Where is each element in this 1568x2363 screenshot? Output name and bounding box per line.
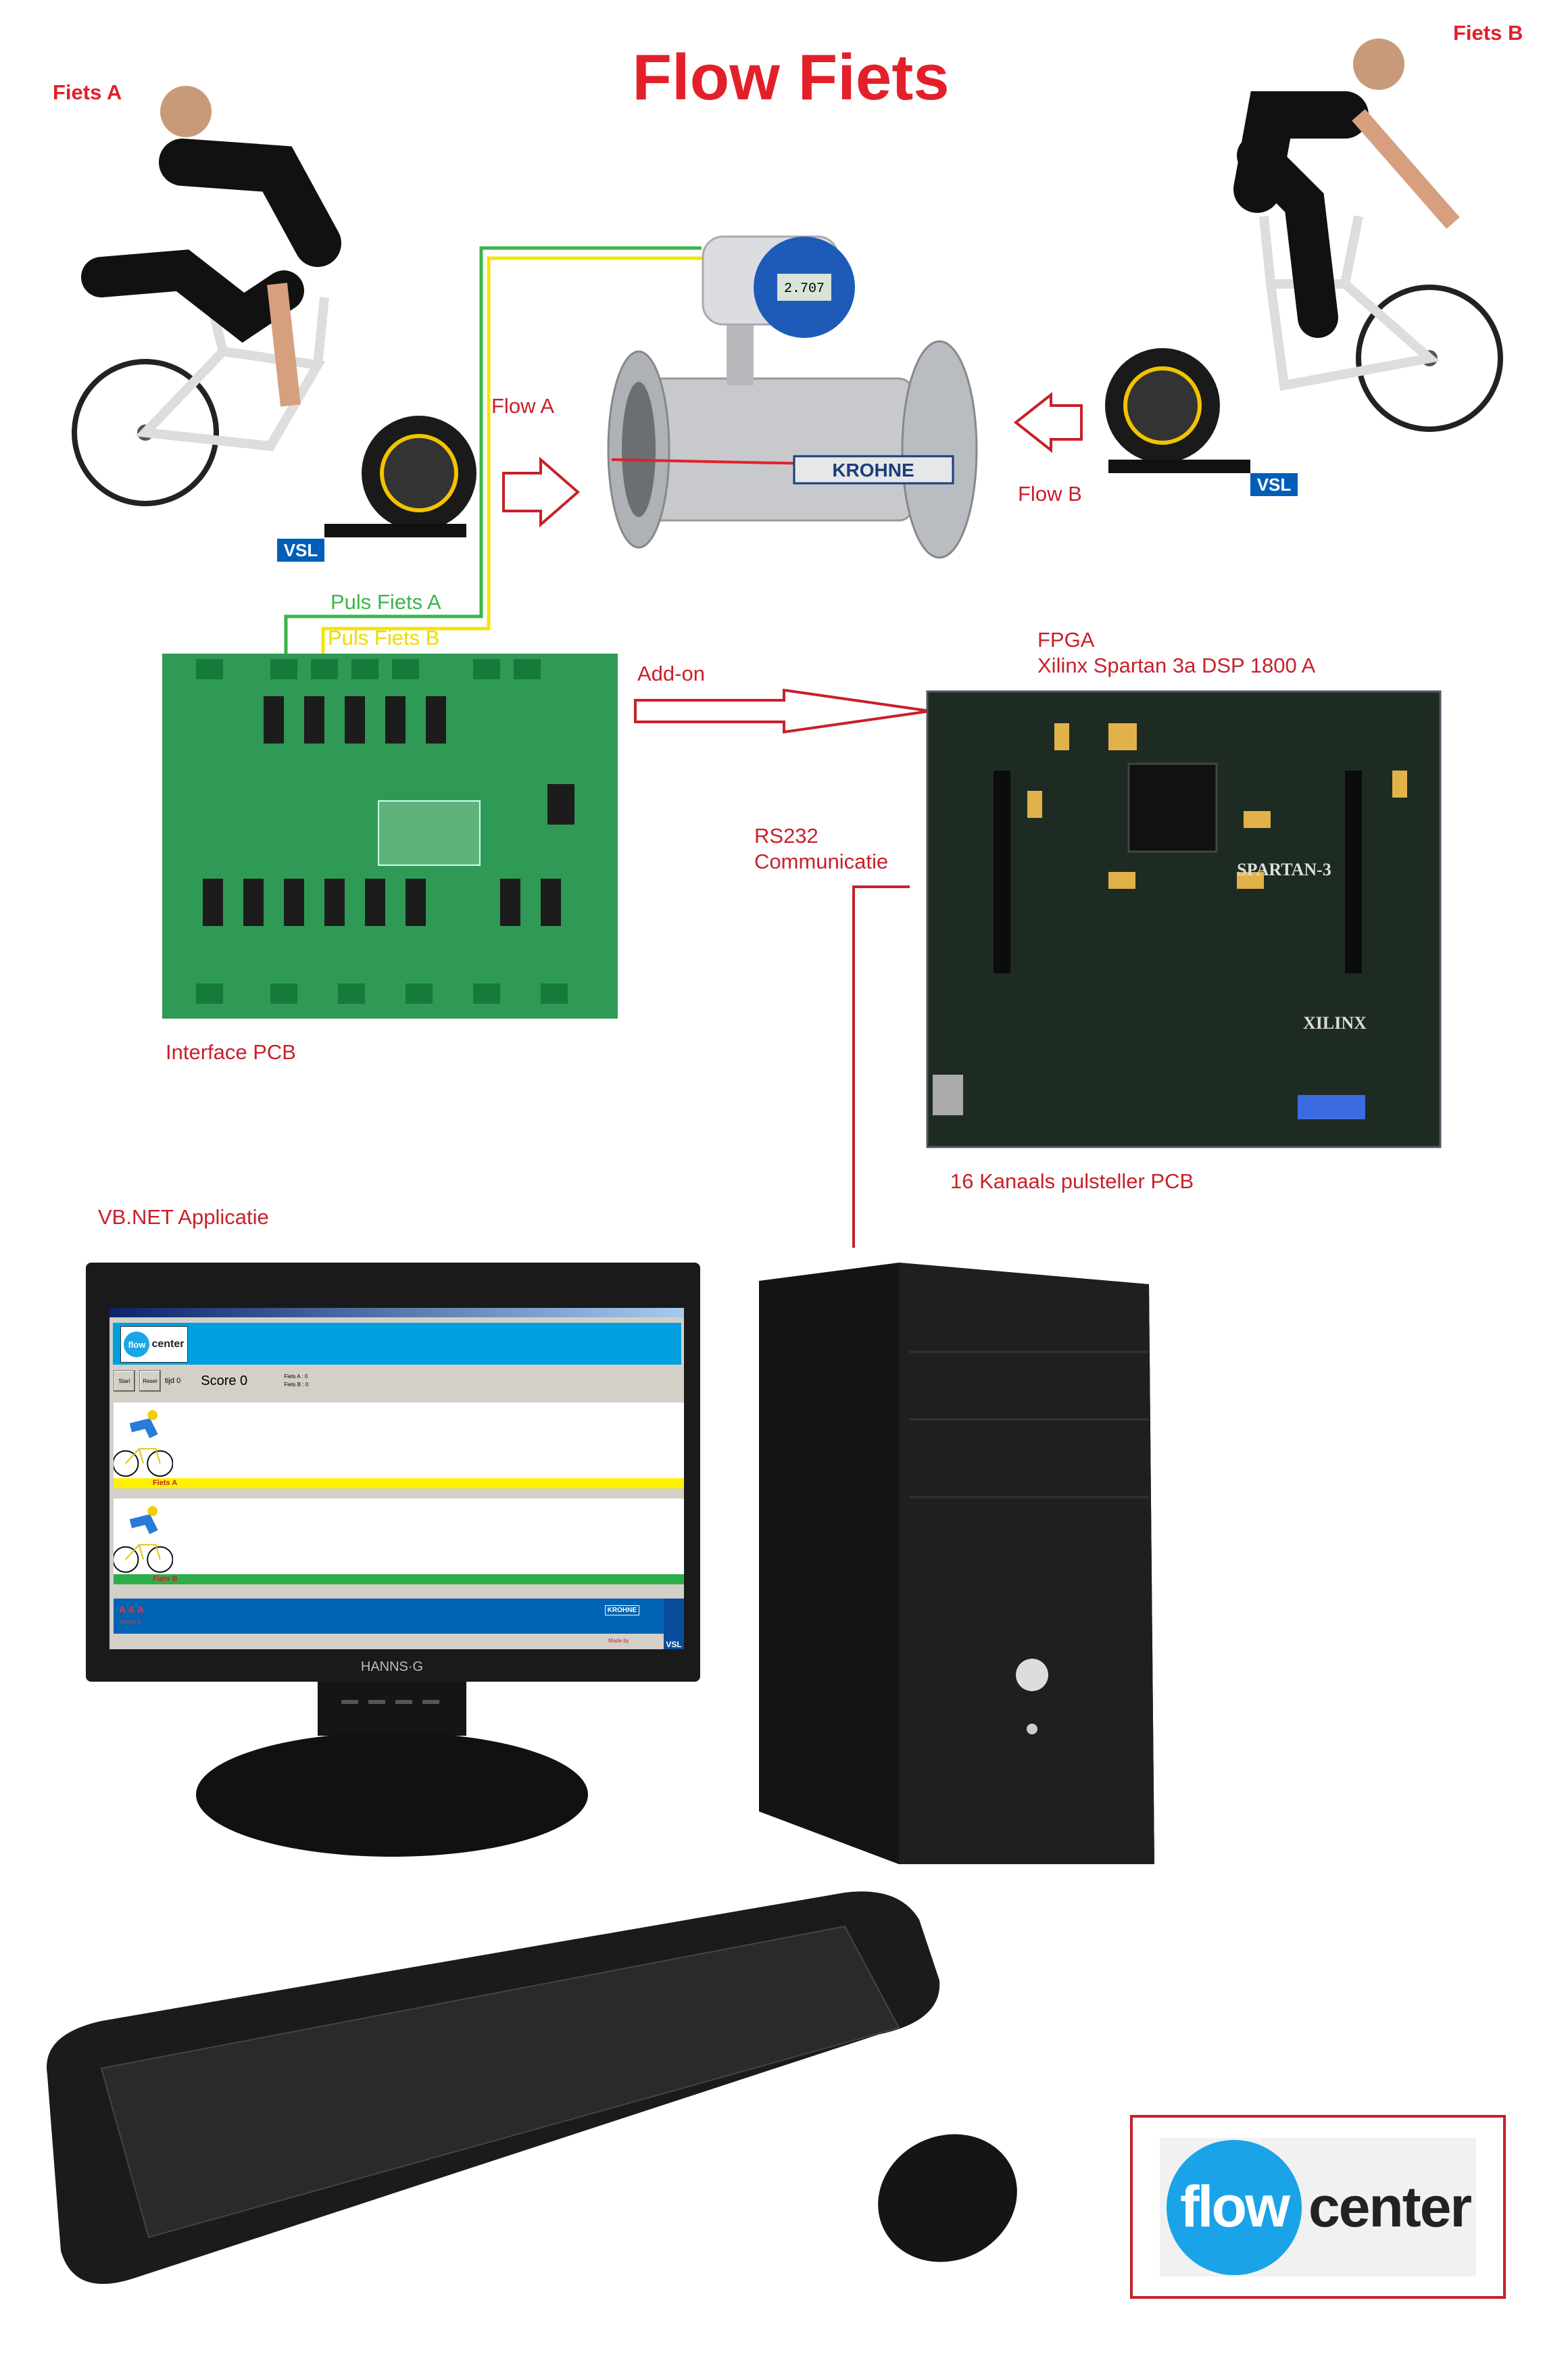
pulse-counts: Fiets A : 0 Fiets B : 0 xyxy=(284,1373,308,1389)
vsl-mark-b: VSL xyxy=(1257,474,1292,495)
label-interface-pcb: Interface PCB xyxy=(166,1040,296,1064)
flow-b-arrow-icon xyxy=(1013,391,1083,454)
count-fiets-a: Fiets A : 0 xyxy=(284,1373,308,1380)
label-pulsteller-pcb: 16 Kanaals pulsteller PCB xyxy=(950,1169,1194,1193)
flowcenter-logo: flow center xyxy=(1160,2138,1476,2276)
logo-center: center xyxy=(151,1338,185,1350)
wire-puls-fiets-a xyxy=(284,246,702,654)
mouse-image xyxy=(878,2134,1017,2262)
lane-fiets-b: Fiets B xyxy=(114,1499,684,1584)
lane-a-bar: Fiets A xyxy=(114,1478,684,1488)
footer-vsl: VSL xyxy=(664,1599,684,1649)
meter-display: 2.707 xyxy=(784,281,825,297)
logo-center-text: center xyxy=(1308,2175,1472,2239)
vsl-mark-a: VSL xyxy=(284,540,318,560)
count-fiets-b: Fiets B : 0 xyxy=(284,1382,309,1388)
lane-b-bar: Fiets B xyxy=(114,1574,684,1584)
footer-design: Design X xyxy=(119,1619,141,1625)
label-rs232: RS232 xyxy=(754,824,818,848)
pc-tower-image xyxy=(759,1263,1154,1864)
monitor-brand: HANNS·G xyxy=(361,1659,423,1674)
label-puls-fiets-b: Puls Fiets B xyxy=(328,626,440,650)
app-footer: A & A Design X KROHNE VSL xyxy=(114,1599,684,1649)
logo-flow: flow xyxy=(124,1332,150,1357)
label-fpga: FPGA xyxy=(1037,628,1095,652)
logo-flow-text: flow xyxy=(1167,2139,1302,2275)
cyclist-a-image: VSL xyxy=(72,86,476,562)
cyclist-a-icon xyxy=(114,1410,173,1477)
spartan-mark: SPARTAN-3 xyxy=(1237,860,1331,879)
xilinx-mark: XILINX xyxy=(1303,1013,1367,1033)
rs232-line xyxy=(852,885,910,1248)
app-header: flow center xyxy=(113,1323,681,1365)
reset-button[interactable]: Reset xyxy=(139,1370,161,1392)
krohne-flowmeter-image: 2.707 KROHNE xyxy=(607,235,978,559)
page-title: Flow Fiets xyxy=(632,41,950,114)
footer-made-by: Made by xyxy=(608,1638,629,1644)
label-flow-a: Flow A xyxy=(491,394,555,418)
keyboard-image xyxy=(47,1891,940,2284)
label-puls-fiets-a: Puls Fiets A xyxy=(330,590,441,614)
lane-fiets-a: Fiets A xyxy=(114,1403,684,1488)
label-fiets-a: Fiets A xyxy=(53,80,122,104)
flow-a-arrow-icon xyxy=(502,456,581,528)
krohne-mark: KROHNE xyxy=(832,460,914,481)
flowcenter-logo-box: flow center xyxy=(1130,2115,1506,2299)
app-title-bar xyxy=(109,1308,684,1317)
label-vbnet-applicatie: VB.NET Applicatie xyxy=(98,1205,269,1229)
label-fiets-b: Fiets B xyxy=(1453,21,1523,45)
vbnet-app-screen: flow center Start Reset tijd 0 Score 0 F… xyxy=(109,1308,684,1649)
fpga-board-image: SPARTAN-3 XILINX xyxy=(926,690,1442,1148)
interface-pcb-image xyxy=(162,654,618,1019)
footer-krohne: KROHNE xyxy=(604,1605,639,1615)
start-button[interactable]: Start xyxy=(114,1370,135,1392)
add-on-arrow-icon xyxy=(634,688,931,734)
cyclist-b-image: VSL xyxy=(1105,39,1503,496)
footer-aa: A & A xyxy=(119,1604,145,1615)
label-flow-b: Flow B xyxy=(1018,482,1082,506)
app-flowcenter-logo: flow center xyxy=(120,1326,188,1363)
app-toolbar: Start Reset tijd 0 Score 0 Fiets A : 0 F… xyxy=(114,1370,308,1392)
time-readout: tijd 0 xyxy=(165,1377,181,1385)
label-add-on: Add-on xyxy=(637,662,705,685)
label-communicatie: Communicatie xyxy=(754,850,889,873)
label-fpga-model: Xilinx Spartan 3a DSP 1800 A xyxy=(1037,654,1316,677)
cyclist-b-icon xyxy=(114,1506,173,1573)
score-readout: Score 0 xyxy=(201,1373,248,1388)
wire-puls-fiets-b xyxy=(321,256,706,654)
